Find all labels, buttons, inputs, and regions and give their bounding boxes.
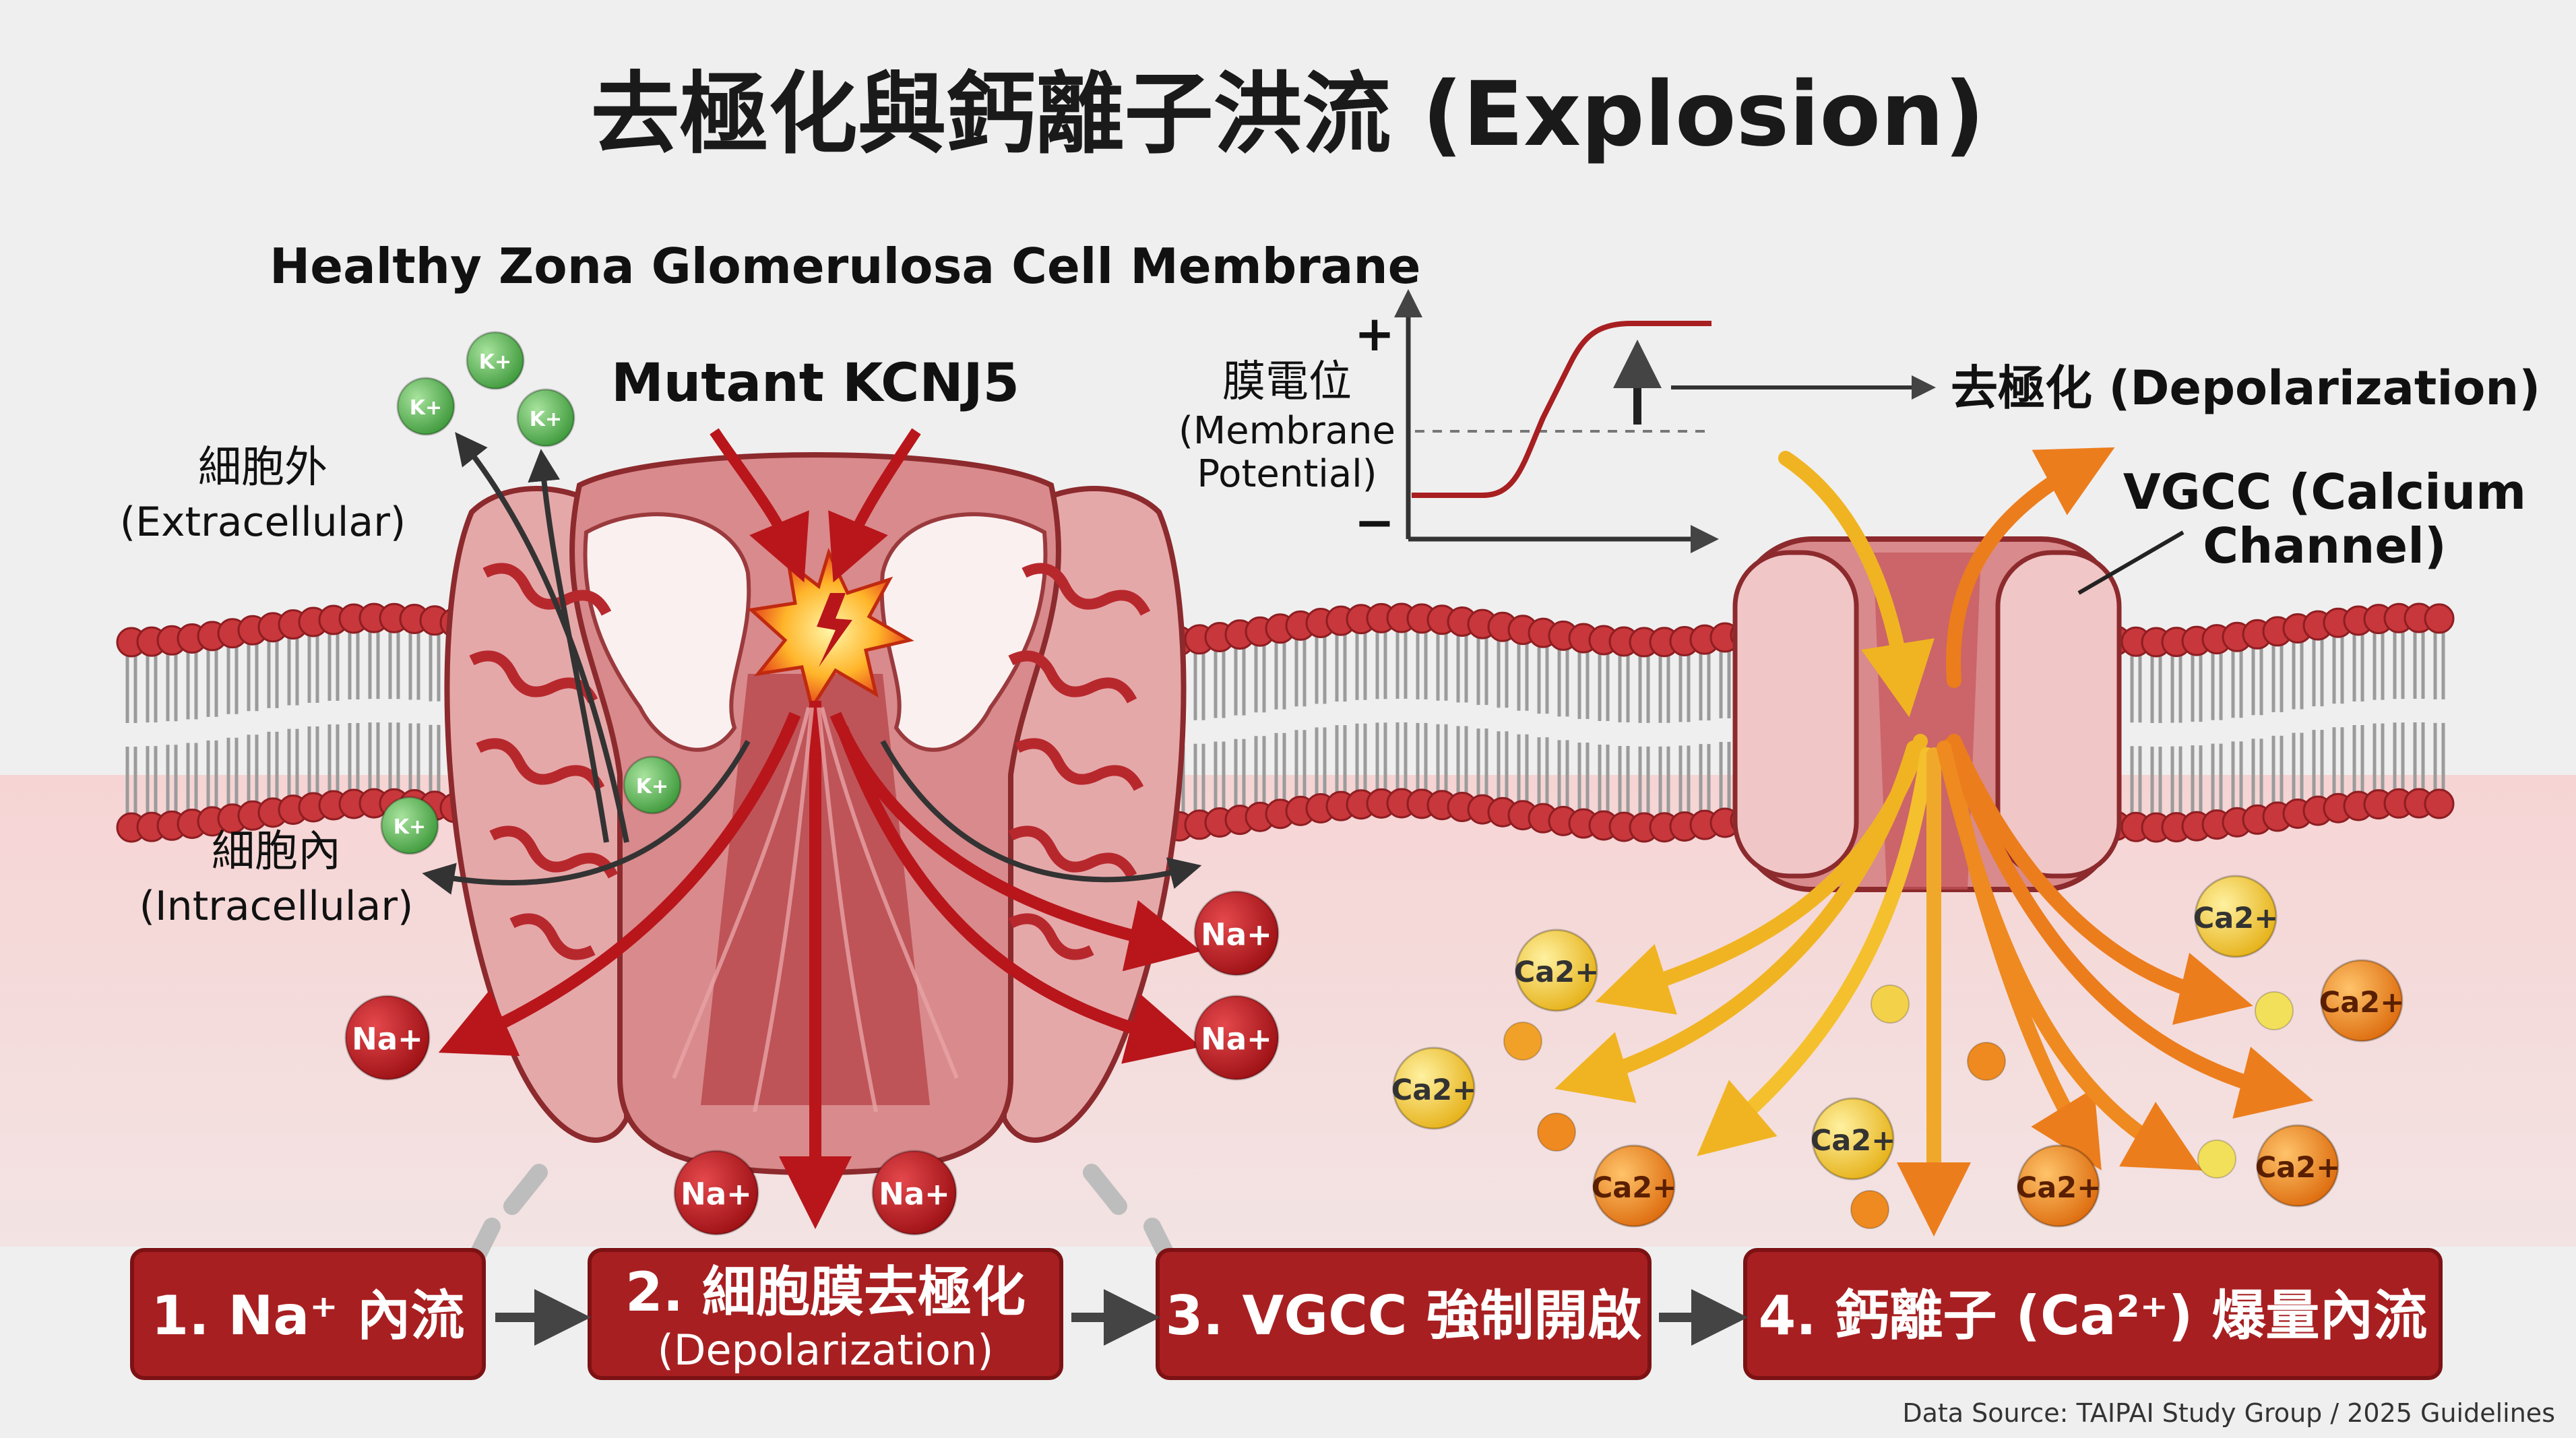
step-box-2: 2. 細胞膜去極化 (Depolarization) [588, 1248, 1063, 1380]
calcium-ion: Ca2+ [1391, 1046, 1477, 1130]
step-2-label: 2. 細胞膜去極化 [625, 1261, 1026, 1323]
step-3-label: 3. VGCC 強制開啟 [1166, 1284, 1642, 1347]
calcium-particle [2197, 1139, 2236, 1179]
calcium-influx-arrows [1554, 447, 2314, 1237]
calcium-particle [1967, 1042, 2006, 1081]
potassium-ion: K+ [466, 331, 525, 390]
potassium-ion: K+ [516, 388, 575, 447]
calcium-particle [2255, 991, 2294, 1030]
vgcc-label-line2: Channel) [2203, 518, 2447, 574]
calcium-particle [1850, 1190, 1889, 1229]
potassium-ion-text: K+ [410, 396, 442, 420]
step-box-4: 4. 鈣離子 (Ca²⁺) 爆量內流 [1743, 1248, 2443, 1380]
step-4-label: 4. 鈣離子 (Ca²⁺) 爆量內流 [1759, 1284, 2428, 1347]
calcium-particle [1503, 1022, 1542, 1061]
page-title: 去極化與鈣離子洪流 (Explosion) [591, 63, 1985, 166]
step-box-3: 3. VGCC 強制開啟 [1156, 1248, 1652, 1380]
calcium-ion-text: Ca2+ [2193, 902, 2279, 935]
calcium-ion: Ca2+ [1592, 1144, 1677, 1228]
step-1-label: 1. Na⁺ 內流 [152, 1284, 465, 1347]
potassium-ion-text: K+ [530, 408, 562, 431]
calcium-ion-text: Ca2+ [1391, 1073, 1477, 1107]
calcium-ion: Ca2+ [2319, 959, 2405, 1042]
calcium-ion-text: Ca2+ [1811, 1124, 1896, 1158]
minus-sign: − [1354, 494, 1395, 551]
vgcc-label-line1: VGCC (Calcium [2123, 464, 2526, 520]
sodium-ion: Na+ [1193, 995, 1280, 1081]
depolarization-label: 去極化 (Depolarization) [1951, 361, 2540, 416]
potassium-ion-text: K+ [636, 775, 668, 799]
potential-trace [1412, 321, 1711, 498]
calcium-ion: Ca2+ [2016, 1144, 2102, 1228]
sodium-ion: Na+ [673, 1150, 759, 1236]
mutant-arrow-right [828, 428, 921, 583]
extracellular-label-en: (Extracellular) [120, 499, 406, 546]
calcium-particle [1537, 1113, 1576, 1152]
potassium-ions: K+ K+ K+ K+ K+ [380, 331, 682, 855]
pore-rays [672, 707, 959, 1113]
sodium-ion-text: Na+ [1201, 916, 1272, 952]
mutant-arrow-left [710, 428, 809, 583]
calcium-ion: Ca2+ [2255, 1124, 2341, 1208]
potassium-ion: K+ [623, 755, 682, 815]
calcium-ion: Ca2+ [1514, 929, 1600, 1012]
vgcc-pointer [2077, 530, 2185, 595]
sodium-ion-text: Na+ [352, 1021, 423, 1057]
sodium-ions: Na+ Na+ Na+ Na+ Na+ [344, 890, 1280, 1236]
extracellular-label-zh: 細胞外 [198, 443, 327, 493]
calcium-ion-text: Ca2+ [2255, 1151, 2341, 1185]
sodium-ion: Na+ [344, 995, 431, 1081]
sodium-ion-text: Na+ [879, 1176, 950, 1212]
k-efflux-arrows [422, 432, 1202, 895]
calcium-ion-text: Ca2+ [2319, 986, 2405, 1020]
membrane-potential-label-en1: (Membrane [1179, 409, 1395, 453]
subtitle: Healthy Zona Glomerulosa Cell Membrane [270, 238, 1420, 294]
intracellular-label-en: (Intracellular) [139, 883, 414, 930]
calcium-ion-text: Ca2+ [1514, 956, 1600, 989]
plus-sign: + [1354, 305, 1395, 362]
potassium-ion: K+ [396, 377, 455, 436]
intracellular-label-zh: 細胞內 [212, 827, 341, 877]
sodium-ion: Na+ [1193, 890, 1280, 976]
calcium-ion-text: Ca2+ [1592, 1171, 1677, 1205]
step-2-sublabel: (Depolarization) [658, 1325, 994, 1375]
calcium-ions: Ca2+ Ca2+ Ca2+ Ca2+ Ca2+ Ca2+ Ca2+ Ca2+ [1391, 875, 2405, 1228]
sodium-ion: Na+ [871, 1150, 957, 1236]
calcium-particles [1503, 984, 2294, 1229]
data-source: Data Source: TAIPAI Study Group / 2025 G… [1902, 1398, 2555, 1428]
step-box-1: 1. Na⁺ 內流 [130, 1248, 486, 1380]
potassium-ion-text: K+ [394, 815, 426, 839]
membrane-potential-label-en2: Potential) [1197, 452, 1377, 496]
na-influx-arrows [438, 701, 1201, 1229]
sodium-ion-text: Na+ [1201, 1021, 1272, 1057]
membrane-potential-graph: + − 膜電位 (Membrane Potential) [1179, 289, 1719, 553]
sodium-ion-text: Na+ [681, 1176, 752, 1212]
membrane-potential-label-zh: 膜電位 [1222, 357, 1352, 407]
potassium-ion: K+ [380, 796, 439, 855]
mutant-label: Mutant KCNJ5 [611, 353, 1019, 414]
potassium-ion-text: K+ [479, 350, 511, 374]
calcium-particle [1871, 984, 1910, 1024]
calcium-ion-text: Ca2+ [2016, 1171, 2102, 1205]
calcium-ion: Ca2+ [1811, 1097, 1896, 1181]
calcium-ion: Ca2+ [2193, 875, 2279, 958]
